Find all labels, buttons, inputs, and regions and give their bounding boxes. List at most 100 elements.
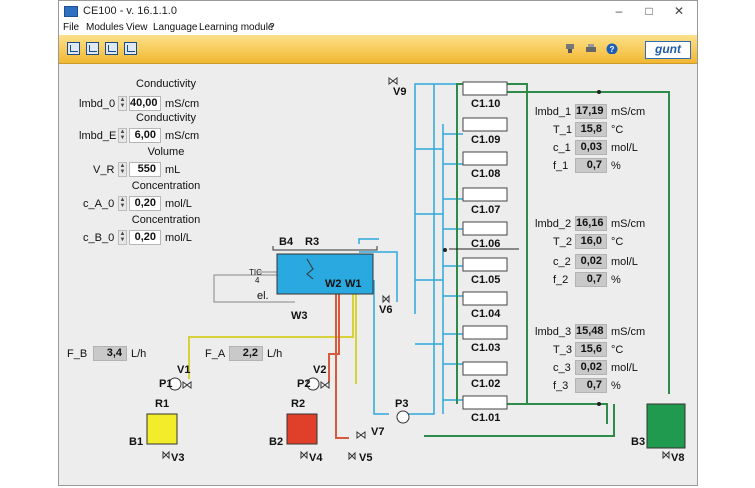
lmbd0-unit: mS/cm — [165, 98, 200, 110]
conductivity-heading-2: Conductivity — [136, 112, 196, 124]
lmbd3-label: lmbd_3 — [535, 326, 572, 338]
svg-text:?: ? — [610, 45, 615, 54]
concentration-heading-1: Concentration — [131, 180, 201, 192]
vr-label: V_R — [93, 164, 115, 176]
b2-label: B2 — [269, 436, 284, 448]
b1-label: B1 — [129, 436, 144, 448]
lmbdE-spinner[interactable]: ▲▼ — [118, 128, 127, 143]
lmbd3-value: 15,48 — [575, 324, 607, 339]
f2-unit: % — [611, 274, 621, 286]
tube-c109-label: C1.09 — [471, 134, 501, 146]
v5-label: V5 — [359, 452, 373, 464]
lmbd3-unit: mS/cm — [611, 326, 646, 338]
gunt-logo: gunt — [645, 41, 691, 59]
cb0-label: c_B_0 — [83, 232, 115, 244]
menu-file[interactable]: File — [63, 22, 80, 33]
lmbd2-label: lmbd_2 — [535, 218, 572, 230]
tube-c101-label: C1.01 — [471, 412, 501, 424]
diagram-view-icon[interactable] — [67, 42, 80, 55]
cb0-unit: mol/L — [165, 232, 192, 244]
menu-modules[interactable]: Modules — [86, 22, 124, 33]
c2-value: 0,02 — [575, 254, 607, 269]
f1-value: 0,7 — [575, 158, 607, 173]
t3-value: 15,6 — [575, 342, 607, 357]
lmbd1-value: 17,19 — [575, 104, 607, 119]
menu-learning-module[interactable]: Learning module — [199, 22, 274, 33]
toolbar: ? gunt — [59, 35, 697, 64]
cb0-spinner[interactable]: ▲▼ — [118, 230, 127, 245]
v9-label: V9 — [393, 86, 407, 98]
f1-label: f_1 — [553, 160, 569, 172]
t2-value: 16,0 — [575, 234, 607, 249]
fa-label: F_A — [205, 348, 226, 360]
ca0-unit: mol/L — [165, 198, 192, 210]
c1-value: 0,03 — [575, 140, 607, 155]
f2-value: 0,7 — [575, 272, 607, 287]
printer-icon[interactable] — [585, 43, 597, 54]
fa-value: 2,2 — [229, 346, 263, 361]
fb-value: 3,4 — [93, 346, 127, 361]
menu-bar: File Modules View Language Learning modu… — [59, 21, 697, 35]
v3-label: V3 — [171, 452, 185, 464]
t2-unit: °C — [611, 236, 624, 248]
t1-label: T_1 — [553, 124, 572, 136]
t3-label: T_3 — [553, 344, 572, 356]
ca0-spinner[interactable]: ▲▼ — [118, 196, 127, 211]
t1-value: 15,8 — [575, 122, 607, 137]
v7-label: V7 — [371, 426, 385, 438]
f3-value: 0,7 — [575, 378, 607, 393]
f3-label: f_3 — [553, 380, 569, 392]
tube-c108-label: C1.08 — [471, 168, 501, 180]
p3-label: P3 — [395, 398, 409, 410]
cb0-input[interactable]: 0,20 — [129, 230, 161, 245]
process-diagram: Conductivity lmbd_0 ▲▼ 40,00 mS/cm Condu… — [59, 64, 697, 486]
menu-language[interactable]: Language — [153, 22, 198, 33]
p1-label: P1 — [159, 378, 173, 390]
close-button[interactable]: ✕ — [673, 4, 685, 18]
lmbd0-label: lmbd_0 — [79, 98, 116, 110]
b4-label: B4 — [279, 236, 294, 248]
concentration-heading-2: Concentration — [131, 214, 201, 226]
trend-chart-icon[interactable] — [86, 42, 99, 55]
tube-c105-label: C1.05 — [471, 274, 501, 286]
volume-heading: Volume — [147, 146, 185, 158]
f1-unit: % — [611, 160, 621, 172]
b3-label: B3 — [631, 436, 646, 448]
v6-label: V6 — [379, 304, 393, 316]
tube-c104-label: C1.04 — [471, 308, 501, 320]
lmbd0-spinner[interactable]: ▲▼ — [118, 96, 127, 111]
menu-view[interactable]: View — [126, 22, 148, 33]
tube-c103-label: C1.03 — [471, 342, 501, 354]
window-title: CE100 - v. 16.1.1.0 — [83, 5, 177, 17]
tube-c107-label: C1.07 — [471, 204, 501, 216]
bar-chart-icon[interactable] — [124, 42, 137, 55]
xy-chart-icon[interactable] — [105, 42, 118, 55]
lmbd0-input[interactable]: 40,00 — [129, 96, 161, 111]
cloud-icon[interactable] — [564, 43, 576, 54]
v1-label: V1 — [177, 364, 191, 376]
r2-label: R2 — [291, 398, 306, 410]
tube-c102-label: C1.02 — [471, 378, 501, 390]
tube-c110-label: C1.10 — [471, 98, 501, 110]
lmbdE-unit: mS/cm — [165, 130, 200, 142]
v8-label: V8 — [671, 452, 685, 464]
vr-spinner[interactable]: ▲▼ — [118, 162, 127, 177]
lmbdE-input[interactable]: 6,00 — [129, 128, 161, 143]
c3-label: c_3 — [553, 362, 571, 374]
tic-number: 4 — [255, 276, 260, 285]
lmbd1-unit: mS/cm — [611, 106, 646, 118]
c1-unit: mol/L — [611, 142, 638, 154]
ca0-input[interactable]: 0,20 — [129, 196, 161, 211]
vr-input[interactable]: 550 — [129, 162, 161, 177]
t3-unit: °C — [611, 344, 624, 356]
v2-label: V2 — [313, 364, 327, 376]
f3-unit: % — [611, 380, 621, 392]
pipe-network — [146, 77, 686, 461]
app-window: CE100 - v. 16.1.1.0 – □ ✕ File Modules V… — [58, 0, 698, 486]
minimize-button[interactable]: – — [615, 4, 623, 18]
v4-label: V4 — [309, 452, 323, 464]
fb-label: F_B — [67, 348, 88, 360]
help-icon[interactable]: ? — [606, 43, 618, 54]
menu-help[interactable]: ? — [269, 22, 275, 33]
maximize-button[interactable]: □ — [645, 4, 653, 18]
